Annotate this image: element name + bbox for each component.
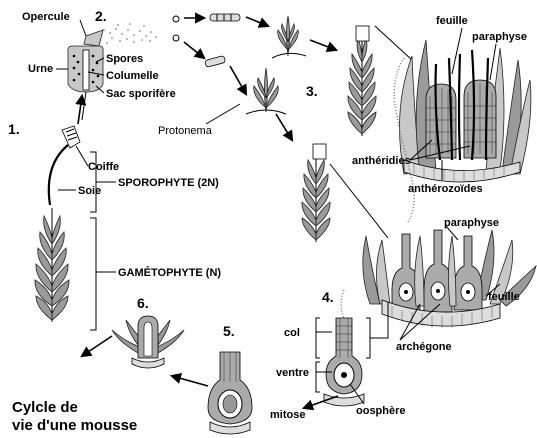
male-zoom-line	[375, 26, 412, 60]
coiffe-shape	[62, 126, 80, 148]
developing-sporophyte	[112, 316, 184, 368]
label-paraphyse-bottom: paraphyse	[444, 217, 499, 229]
step-5: 5.	[223, 323, 235, 339]
archegonium-closeup	[316, 290, 388, 406]
filament-1	[210, 14, 240, 21]
label-urne: Urne	[28, 63, 53, 75]
gametophyte-bracket	[90, 218, 96, 330]
step-2: 2.	[95, 8, 107, 24]
step-numbers: 1. 2. 3. 4. 5. 6.	[8, 8, 334, 339]
spore-cloud	[103, 23, 157, 44]
female-gametophyte	[302, 144, 330, 242]
title-line-1: Cylcle de	[12, 399, 78, 416]
label-protonema: Protonema	[158, 125, 213, 137]
step-1: 1.	[8, 121, 20, 137]
label-coiffe: Coiffe	[88, 161, 119, 173]
label-antherozoides: anthérozoïdes	[408, 183, 483, 195]
step-4: 4.	[322, 289, 334, 305]
label-opercule: Opercule	[22, 11, 70, 23]
germination-stage	[173, 14, 336, 140]
young-plant-1	[272, 16, 306, 58]
archegonium-2	[424, 230, 452, 312]
label-soie: Soie	[78, 185, 101, 197]
label-feuille-top: feuille	[436, 15, 468, 27]
label-spores: Spores	[106, 53, 143, 65]
col-bracket	[316, 318, 320, 358]
leafy-gametophyte	[35, 208, 69, 322]
label-paraphyse-top: paraphyse	[472, 31, 527, 43]
label-sac-sporifere: Sac sporifère	[106, 88, 176, 100]
opercule-shape	[84, 30, 103, 46]
columelle-shape	[83, 50, 89, 90]
ventre-bracket	[316, 362, 320, 392]
archegonia-detail	[363, 230, 536, 328]
label-columelle: Columelle	[106, 70, 159, 82]
young-plant-2	[246, 68, 286, 114]
seta-stalk	[49, 145, 68, 205]
label-gametophyte: GAMÉTOPHYTE (N)	[118, 266, 221, 279]
label-col: col	[284, 327, 300, 339]
label-ventre: ventre	[276, 367, 309, 379]
label-sporophyte: SPOROPHYTE (2N)	[118, 177, 219, 189]
label-archegone: archégone	[396, 341, 452, 353]
male-gametophyte	[348, 26, 376, 136]
mature-plant-with-sporophyte	[35, 96, 96, 330]
label-oosphere: oosphère	[356, 405, 406, 417]
female-zoom-line	[330, 164, 388, 238]
embryo-stage	[172, 352, 338, 434]
arrow-to-capsule	[78, 96, 82, 124]
step-3: 3.	[306, 83, 318, 99]
right-bracket-top	[366, 318, 370, 358]
arrow-to-adult	[82, 336, 112, 356]
step-6: 6.	[137, 295, 149, 311]
label-mitose: mitose	[270, 409, 305, 421]
filament-2	[205, 56, 226, 68]
archegonium-3	[454, 236, 482, 310]
sperm-entry-dots	[341, 290, 344, 318]
diagram-title: Cylcle de vie d'une mousse	[12, 399, 137, 434]
capsule-urne	[68, 30, 103, 120]
title-line-2: vie d'une mousse	[12, 417, 137, 434]
antheridia-detail	[400, 40, 531, 182]
label-antheridies: anthéridies	[352, 155, 411, 167]
label-feuille-bottom: feuille	[488, 291, 520, 303]
